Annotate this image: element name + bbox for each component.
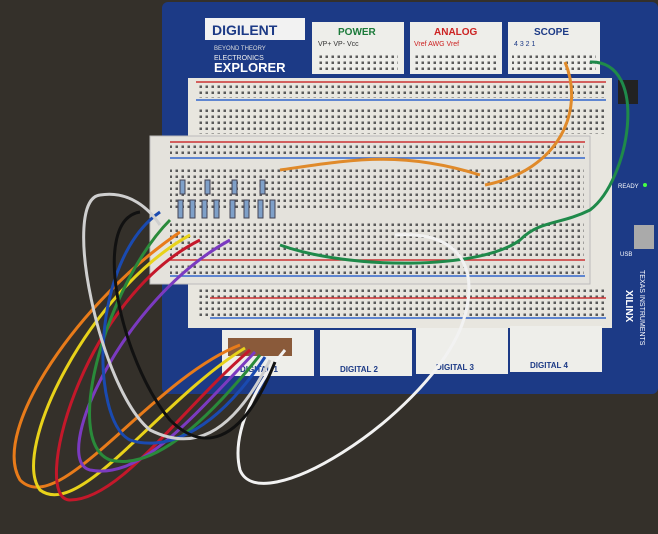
ready-label: READY	[618, 184, 639, 190]
jumper-wires	[12, 60, 630, 502]
scope-label: SCOPE	[534, 27, 569, 38]
power-pins-label: VP+ VP- Vcc	[318, 41, 359, 48]
usb-label: USB	[620, 252, 632, 258]
power-label: POWER	[338, 27, 377, 38]
digital-headers: DIGITAL 1 DIGITAL 2 DIGITAL 3 DIGITAL 4	[222, 326, 602, 376]
digital-4-label: DIGITAL 4	[530, 361, 568, 370]
digital-2-label: DIGITAL 2	[340, 365, 378, 374]
resistor-array	[177, 179, 276, 219]
analog-label: ANALOG	[434, 27, 478, 38]
usb-port	[634, 225, 654, 249]
scope-pins-label: 4 3 2 1	[514, 41, 536, 48]
analog-pins-label: Vref AWG Vref	[414, 41, 459, 48]
product-line1: ELECTRONICS	[214, 55, 264, 62]
digital-3-label: DIGITAL 3	[436, 363, 474, 372]
digital-1-label: DIGITAL 1	[240, 365, 278, 374]
tagline-text: BEYOND THEORY	[214, 46, 266, 52]
digilent-logo: DIGILENT BEYOND THEORY ELECTRONICS EXPLO…	[205, 18, 305, 75]
texas-instruments-logo: TEXAS INSTRUMENTS	[638, 270, 645, 346]
brand-text: DIGILENT	[212, 22, 278, 38]
xilinx-logo: XILINX	[623, 290, 634, 323]
power-header: POWER VP+ VP- Vcc	[312, 22, 404, 74]
analog-header: ANALOG Vref AWG Vref	[410, 22, 502, 74]
product-line2: EXPLORER	[214, 60, 286, 75]
scope-header: SCOPE 4 3 2 1	[508, 22, 600, 74]
